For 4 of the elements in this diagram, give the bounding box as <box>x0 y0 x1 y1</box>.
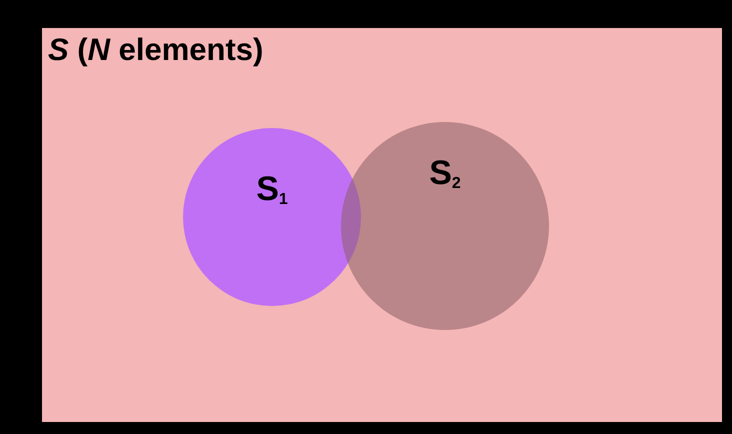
set-label: S$_{2}$ <box>429 156 461 190</box>
set-label: S$_{1}$ <box>256 172 288 206</box>
universe-set-panel <box>42 28 722 422</box>
set-title: S (N elements) <box>48 34 264 65</box>
